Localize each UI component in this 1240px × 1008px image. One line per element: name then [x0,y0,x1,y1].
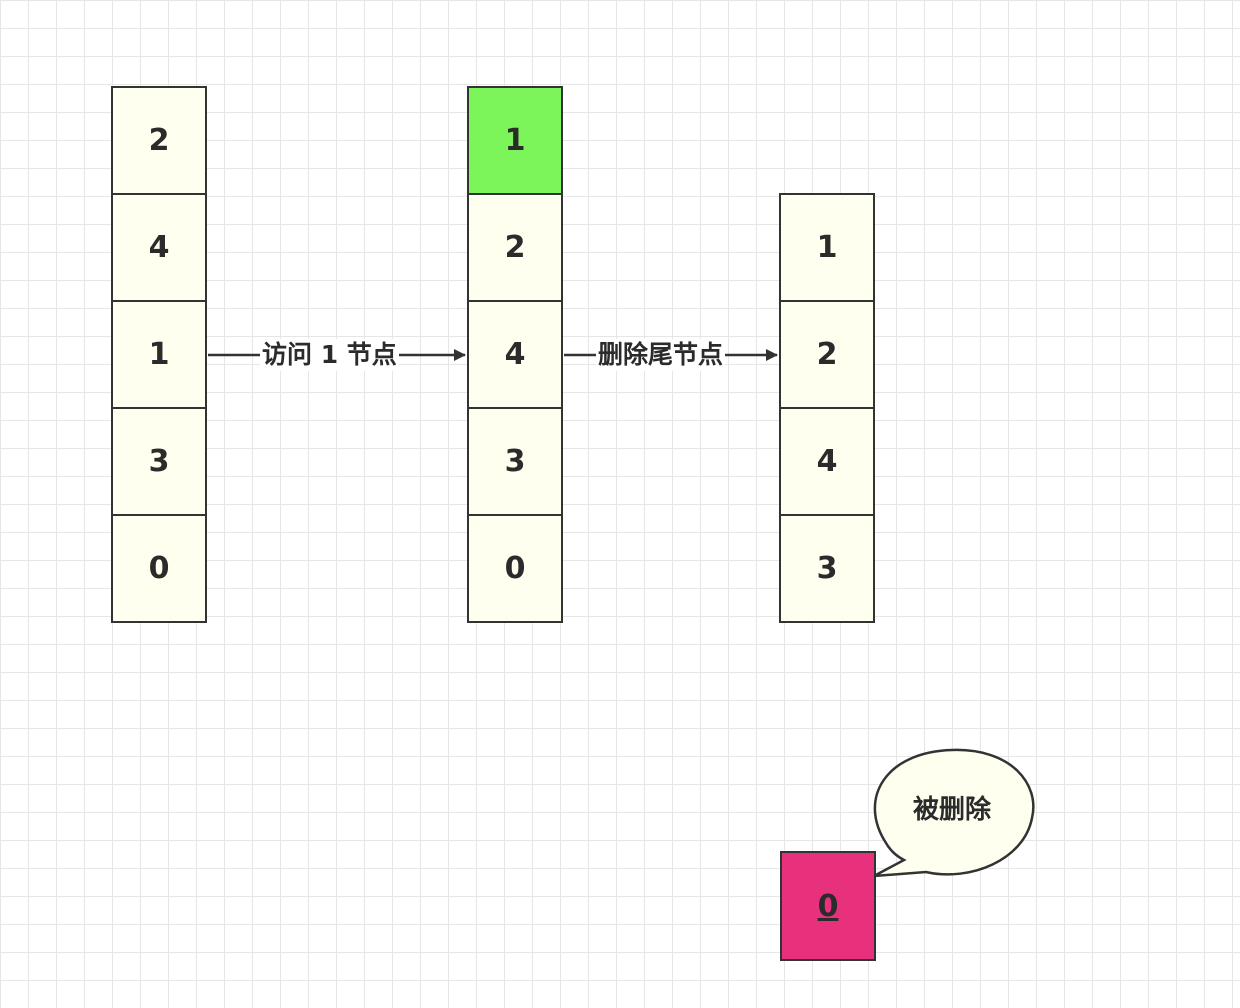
stack-after-delete-node: 3 [781,516,873,621]
stack-after-access-node: 4 [469,302,561,409]
stack-after-delete-node: 4 [781,409,873,516]
stack-after-delete-node: 2 [781,302,873,409]
stack-after-delete-node: 1 [781,195,873,302]
stack-before-node: 2 [113,88,205,195]
stack-after-access-node: 0 [469,516,561,621]
speech-bubble [873,748,1035,878]
stack-after-access-node: 1 [469,88,561,195]
stack-after-access-node: 3 [469,409,561,516]
deleted-node: 0 [780,851,876,961]
stack-before-node: 1 [113,302,205,409]
stack-before-node: 4 [113,195,205,302]
stack-before-node: 3 [113,409,205,516]
edge-label-access: 访问 1 节点 [260,339,399,371]
stack-after-access-node: 2 [469,195,561,302]
edge-label-delete-tail: 删除尾节点 [596,339,726,371]
deleted-callout-text: 被删除 [912,795,991,825]
stack-before-node: 0 [113,516,205,621]
